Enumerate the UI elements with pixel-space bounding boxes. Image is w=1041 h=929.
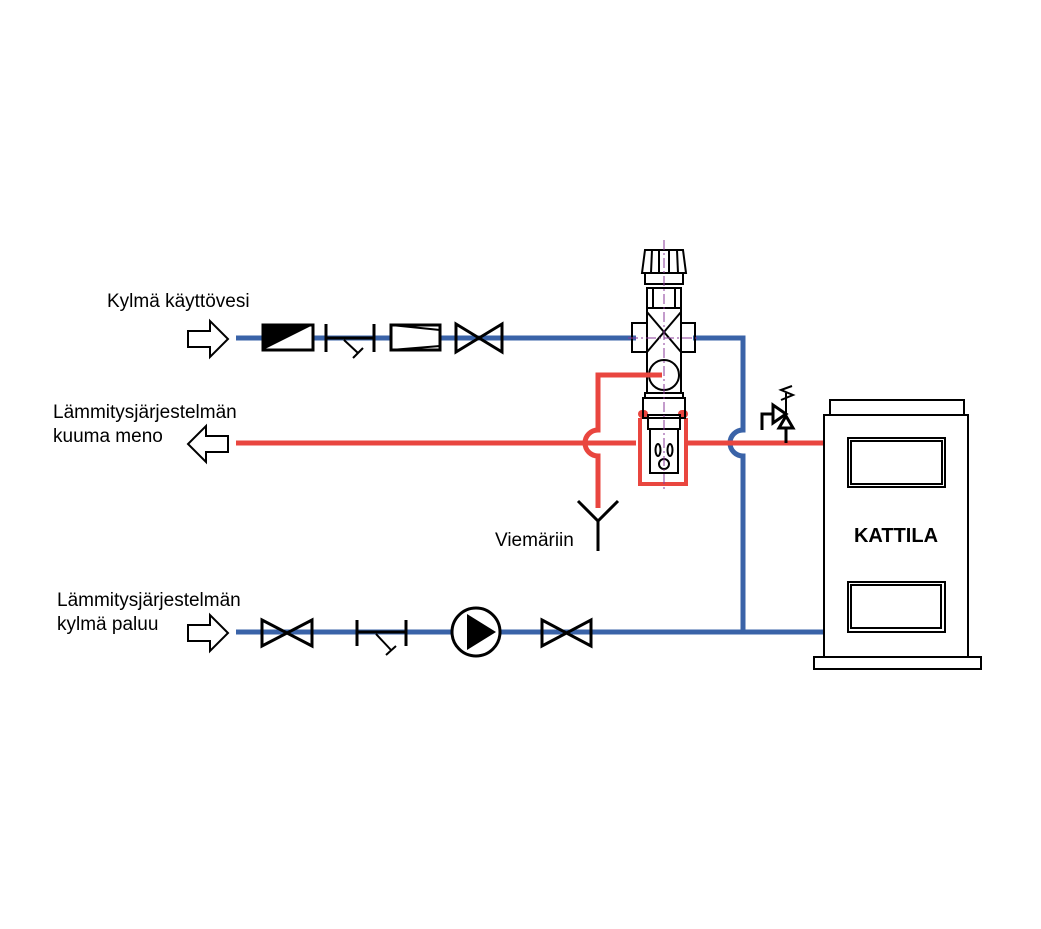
flow-arrow-in-icon [187, 612, 230, 654]
shutoff-valve-icon [454, 321, 504, 355]
strainer-icon [324, 324, 376, 359]
drain-pipe [582, 372, 662, 508]
hot-supply-label-line2: kuuma meno [53, 426, 163, 447]
cold-water-label: Kylmä käyttövesi [107, 291, 250, 312]
circulation-pump-icon [450, 606, 502, 658]
hot-supply-label-line1: Lämmitysjärjestelmän [53, 402, 237, 423]
drain-label: Viemäriin [495, 530, 574, 551]
boiler-unit: KATTILA [813, 399, 982, 670]
check-valve-icon [261, 323, 315, 352]
flow-arrow-out-icon [186, 423, 229, 465]
shutoff-valve-icon [260, 617, 314, 649]
cold-water-pipe-right [693, 335, 746, 632]
flow-arrow-in-icon [187, 318, 230, 360]
safety-valve-icon [760, 385, 796, 443]
cold-return-label-line1: Lämmitysjärjestelmän [57, 590, 241, 611]
shutoff-valve-icon [540, 617, 593, 649]
drain-funnel-icon [576, 499, 620, 551]
pressure-reducer-icon [389, 323, 442, 352]
cold-return-label-line2: kylmä paluu [57, 614, 158, 635]
strainer-icon [355, 620, 408, 656]
boiler-label: KATTILA [854, 525, 938, 547]
sensor-housing [638, 418, 688, 486]
